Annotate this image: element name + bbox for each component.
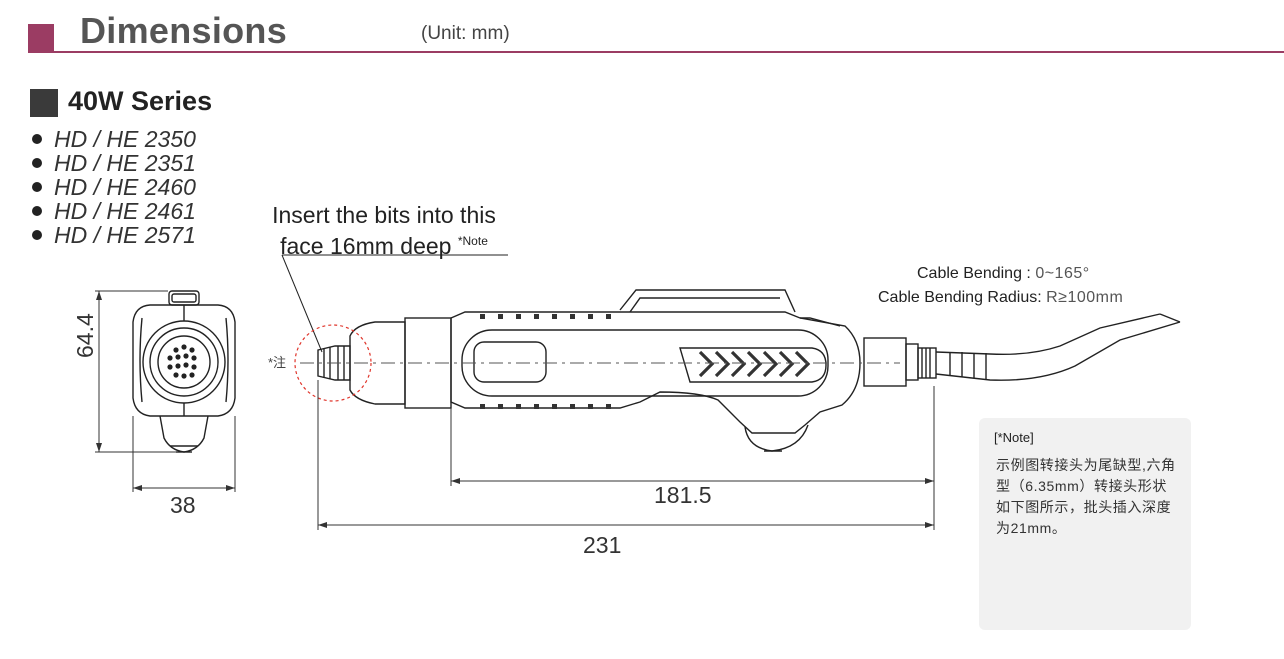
- callout-line-1: Insert the bits into this: [272, 202, 496, 228]
- note-text: 示例图转接头为尾缺型,六角型（6.35mm）转接头形状如下图所示，批头插入深度为…: [996, 457, 1176, 536]
- side-view: [281, 254, 1181, 452]
- bullet-icon: [32, 158, 42, 168]
- callout-line-2: face 16mm deep: [280, 233, 452, 259]
- highlight-circle: [294, 324, 372, 402]
- note-box: [979, 418, 1191, 630]
- list-item: HD / HE 2350: [32, 127, 196, 151]
- grip-pattern: [698, 350, 811, 378]
- bullet-icon: [32, 230, 42, 240]
- height-dimension: 64.4: [72, 313, 98, 358]
- model-list: HD / HE 2350 HD / HE 2351 HD / HE 2460 H…: [32, 127, 196, 247]
- front-dimension-lines: [95, 290, 236, 492]
- series-title: 40W Series: [68, 86, 213, 116]
- list-item: HD / HE 2461: [32, 199, 196, 223]
- front-view: [132, 290, 236, 453]
- list-item: HD / HE 2351: [32, 151, 196, 175]
- total-length-dimension: 231: [583, 532, 622, 558]
- width-dimension: 38: [170, 492, 196, 518]
- page-title: Dimensions: [80, 10, 288, 51]
- bullet-icon: [32, 182, 42, 192]
- cable-bending: Cable Bending : 0~165°: [917, 265, 1090, 282]
- body-length-dimension: 181.5: [654, 482, 712, 508]
- side-dimension-lines: [317, 380, 935, 530]
- connector-pins: [167, 344, 197, 379]
- bullet-icon: [32, 134, 42, 144]
- note-heading: [*Note]: [994, 430, 1034, 445]
- callout-note-ref: *Note: [457, 234, 488, 248]
- bit-insertion-callout: Insert the bits into this face 16mm deep…: [266, 202, 502, 259]
- header-accent-square: [28, 24, 54, 52]
- body-vents: [480, 314, 611, 409]
- bullet-icon: [32, 206, 42, 216]
- cable-bending-radius: Cable Bending Radius: R≥100mm: [878, 289, 1124, 306]
- list-item: HD / HE 2460: [32, 175, 196, 199]
- list-item: HD / HE 2571: [32, 223, 196, 247]
- series-square-icon: [30, 89, 58, 117]
- callout-line-2-row: face 16mm deep *Note: [266, 228, 502, 259]
- unit-label: (Unit: mm): [421, 23, 510, 44]
- header-divider: [28, 51, 1284, 53]
- note-marker: *注: [268, 355, 287, 370]
